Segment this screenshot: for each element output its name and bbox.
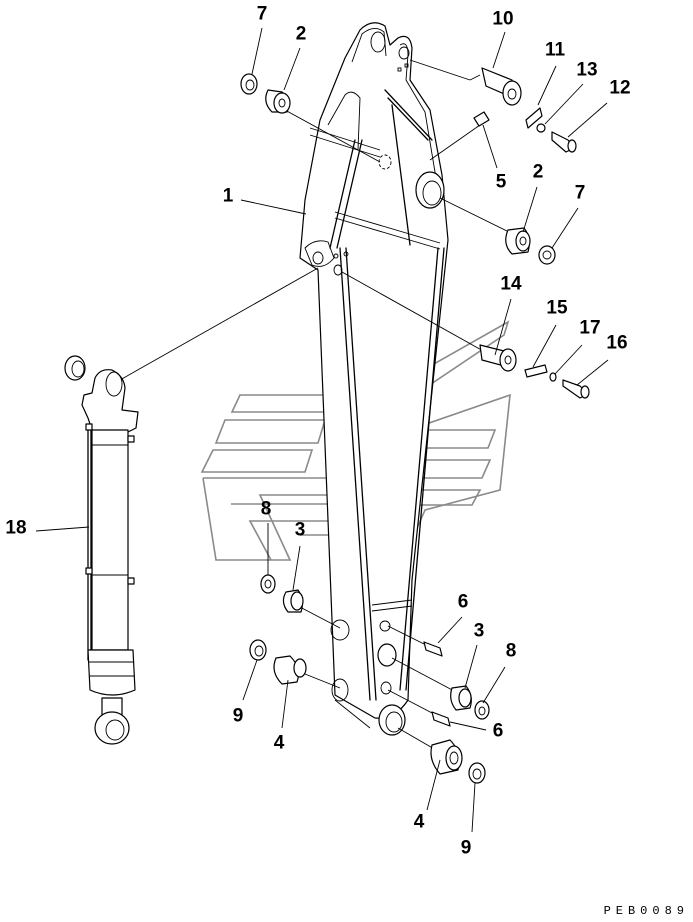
drawing-code: PEB0089 [603, 904, 689, 918]
callout-10: 10 [492, 8, 514, 30]
bushing-4-left [273, 655, 307, 685]
callout-8-left: 8 [260, 498, 272, 520]
callout-13: 13 [576, 59, 598, 81]
callout-15: 15 [546, 297, 568, 319]
seal-7-right [538, 245, 556, 265]
washer-13 [536, 123, 546, 133]
callout-1: 1 [222, 185, 234, 207]
callout-12: 12 [609, 77, 631, 99]
pin-10 [481, 67, 522, 106]
plate-15 [524, 364, 548, 378]
callout-5: 5 [495, 171, 507, 193]
seal-7-top [240, 73, 258, 95]
seal-8-left [260, 574, 276, 594]
assembly-axis-lines [119, 59, 516, 751]
callout-4-left: 4 [273, 732, 285, 754]
callout-6-lower: 6 [492, 720, 504, 742]
callout-4-bottom: 4 [413, 811, 425, 833]
pin-14 [479, 344, 517, 372]
seal-8-right [474, 700, 490, 720]
bolt-12 [551, 131, 577, 153]
callout-9-bottom: 9 [460, 837, 472, 859]
plate-11 [525, 107, 543, 129]
callout-16: 16 [606, 332, 628, 354]
callout-leaders [35, 27, 609, 833]
callout-11: 11 [544, 39, 566, 61]
bushing-3-right [450, 685, 472, 711]
hydraulic-cylinder-18 [64, 355, 139, 745]
callout-6-upper: 6 [457, 591, 469, 613]
callout-2-right: 2 [532, 161, 544, 183]
callout-2-top: 2 [295, 23, 307, 45]
callout-14: 14 [500, 273, 522, 295]
bolt-16 [562, 379, 590, 399]
seal-9-left [249, 639, 267, 661]
callout-17: 17 [579, 317, 601, 339]
callout-18: 18 [5, 517, 27, 539]
callout-3-left: 3 [294, 519, 306, 541]
grease-fitting-6-upper [423, 641, 443, 657]
bushing-2-right [505, 227, 531, 255]
grease-fitting-6-lower [431, 711, 451, 727]
bushing-2-top [265, 89, 291, 114]
bushing-3-left [282, 589, 304, 613]
washer-17 [549, 372, 557, 382]
callout-3-right: 3 [473, 620, 485, 642]
bushing-4-bottom [430, 739, 463, 775]
grease-fitting-5 [473, 111, 490, 127]
seal-9-bottom [468, 762, 486, 784]
callout-8-right: 8 [505, 640, 517, 662]
arm-body [299, 22, 449, 736]
callout-7-right: 7 [574, 182, 586, 204]
callout-7-top: 7 [256, 3, 268, 25]
callout-9-left: 9 [232, 705, 244, 727]
